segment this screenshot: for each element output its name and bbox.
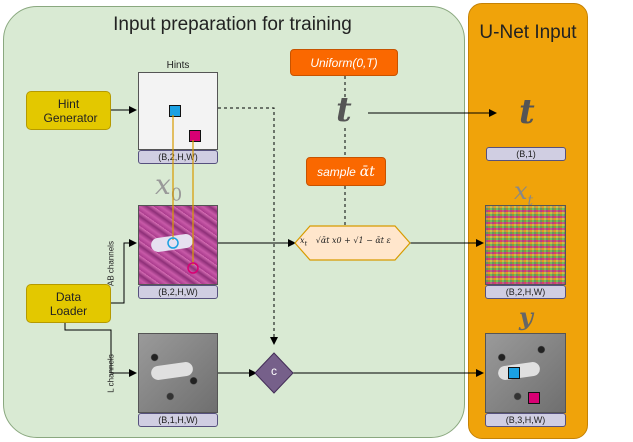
bacteria-shape xyxy=(150,233,194,253)
noise-equation-hexagon xyxy=(294,225,411,261)
arrow-loader-to-l xyxy=(64,323,137,377)
arrow-hints-to-concat xyxy=(218,107,278,345)
hints-label: Hints xyxy=(166,60,190,71)
input-preparation-title: Input preparation for training xyxy=(113,14,352,35)
xt-symbol-sub: t xyxy=(527,192,534,209)
xt-noisy-image xyxy=(485,205,566,285)
l-channels-image xyxy=(138,333,218,413)
unet-input-title: U-Net Input xyxy=(479,22,577,43)
concat-label: c xyxy=(271,364,277,378)
y-combined-image xyxy=(485,333,566,413)
noise-equation: xt √ᾱt x0 + √1 − ᾱt ε xyxy=(300,236,408,248)
alpha-bar-symbol: ᾱt xyxy=(359,163,375,180)
bacteria-shape-gray xyxy=(150,361,194,381)
sample-alpha-block: sample ᾱt xyxy=(306,157,386,186)
t-symbol: t xyxy=(336,90,352,130)
x0-symbol: x0 xyxy=(155,168,182,206)
ab-channels-label: AB channels xyxy=(106,241,116,286)
xt-symbol: xt xyxy=(514,177,533,209)
uniform-block: Uniform(0,T) xyxy=(290,49,398,76)
y-shape-label: (B,3,H,W) xyxy=(485,413,566,427)
ab-shape-label: (B,2,H,W) xyxy=(138,285,218,299)
hint-red-square xyxy=(189,130,201,142)
concat-diamond xyxy=(254,352,294,394)
xt-shape-label: (B,2,H,W) xyxy=(485,285,566,299)
x0-symbol-main: x xyxy=(155,168,171,201)
hints-image xyxy=(138,72,218,150)
y-hint-red-square xyxy=(528,392,540,404)
equation-lhs: x xyxy=(300,236,305,245)
ab-channels-image xyxy=(138,205,218,285)
l-shape-label: (B,1,H,W) xyxy=(138,413,218,427)
hint-generator-label: Hint Generator xyxy=(43,96,98,125)
y-hint-blue-square xyxy=(508,367,520,379)
unet-t-symbol: t xyxy=(519,92,535,132)
x0-symbol-sub: 0 xyxy=(170,184,183,206)
y-symbol: y xyxy=(519,302,533,331)
t-shape-label: (B,1) xyxy=(486,147,566,161)
hint-blue-square xyxy=(169,105,181,117)
data-loader-block: Data Loader xyxy=(26,284,111,323)
l-channels-label: L channels xyxy=(106,354,116,393)
equation-rhs: √ᾱt x0 + √1 − ᾱt ε xyxy=(315,236,391,245)
hint-generator-block: Hint Generator xyxy=(26,91,111,130)
data-loader-label: Data Loader xyxy=(49,289,88,318)
xt-symbol-main: x xyxy=(514,177,528,205)
hints-shape-label: (B,2,H,W) xyxy=(138,150,218,164)
arrow-loader-to-ab xyxy=(111,239,137,304)
sample-label: sample xyxy=(317,164,356,179)
input-preparation-panel xyxy=(3,6,465,438)
equation-lhs-sub: t xyxy=(304,239,308,248)
